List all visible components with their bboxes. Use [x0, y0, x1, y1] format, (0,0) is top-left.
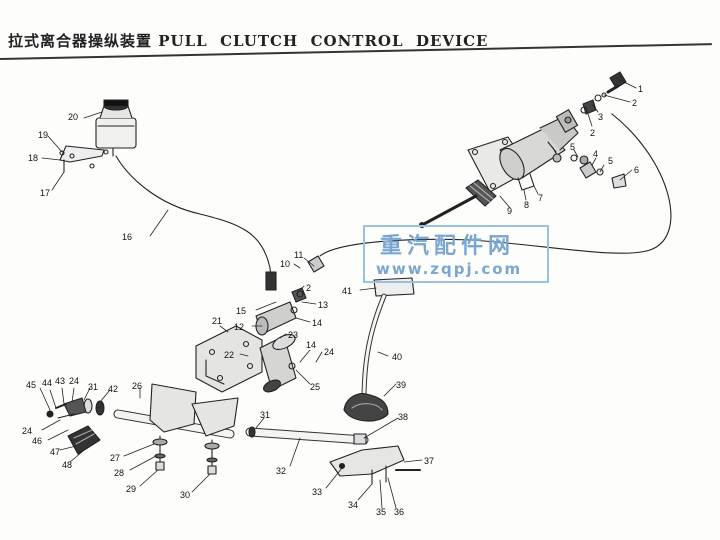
callout-1: 1 [638, 84, 643, 94]
spring-cylinder [259, 334, 297, 393]
callout-13: 13 [318, 300, 328, 310]
callout-4: 4 [593, 149, 598, 159]
callout-29: 29 [126, 484, 136, 494]
clutch-booster [418, 109, 579, 229]
hose-main [319, 113, 672, 257]
callout-21: 21 [212, 316, 222, 326]
callout-24: 24 [324, 347, 334, 357]
callout-44: 44 [42, 378, 52, 388]
watermark: 重汽配件网 www.zqpj.com [363, 225, 549, 283]
callout-25: 25 [310, 382, 320, 392]
callout-16: 16 [122, 232, 132, 242]
callout-23: 23 [288, 330, 298, 340]
hose-16 [115, 155, 273, 291]
callout-43: 43 [55, 376, 65, 386]
callout-24: 24 [22, 426, 32, 436]
callout-48: 48 [62, 460, 72, 470]
callout-31: 31 [260, 410, 270, 420]
callout-40: 40 [392, 352, 402, 362]
pedal-shaft-assembly [46, 383, 239, 475]
pedal-bracket [195, 325, 263, 393]
callout-5: 5 [608, 156, 613, 166]
callout-30: 30 [180, 490, 190, 500]
callout-32: 32 [276, 466, 286, 476]
callout-5: 5 [570, 142, 575, 152]
callout-24: 24 [69, 376, 79, 386]
callout-11: 11 [294, 250, 303, 260]
callout-8: 8 [524, 200, 529, 210]
callout-15: 15 [236, 306, 246, 316]
callout-27: 27 [110, 453, 120, 463]
callout-2: 2 [590, 128, 595, 138]
callout-36: 36 [394, 507, 404, 517]
callout-46: 46 [32, 436, 42, 446]
callout-2: 2 [632, 98, 637, 108]
callout-42: 42 [108, 384, 118, 394]
callout-7: 7 [538, 193, 543, 203]
lever-linkage [329, 277, 421, 485]
callout-39: 39 [396, 380, 406, 390]
callout-33: 33 [312, 487, 322, 497]
callout-3: 3 [598, 112, 603, 122]
callout-38: 38 [398, 412, 408, 422]
callout-6: 6 [634, 165, 639, 175]
callout-35: 35 [376, 507, 386, 517]
callout-20: 20 [68, 112, 78, 122]
callout-10: 10 [280, 259, 290, 269]
fittings-right [570, 71, 627, 189]
callout-37: 37 [424, 456, 434, 466]
callout-14: 14 [312, 318, 322, 328]
watermark-url: www.zqpj.com [376, 260, 522, 278]
callout-17: 17 [40, 188, 50, 198]
callout-47: 47 [50, 447, 60, 457]
fluid-reservoir [95, 99, 137, 157]
diagram-title: 拉式离合器操纵装置 PULL CLUTCH CONTROL DEVICE [8, 32, 489, 50]
callout-26: 26 [132, 381, 142, 391]
callout-31: 31 [88, 382, 98, 392]
callout-34: 34 [348, 500, 358, 510]
callout-45: 45 [26, 380, 36, 390]
callout-2: 2 [306, 283, 311, 293]
callout-12: 12 [234, 322, 244, 332]
callout-41: 41 [342, 286, 352, 296]
callout-22: 22 [224, 350, 234, 360]
callout-19: 19 [38, 130, 48, 140]
leader-lines [39, 79, 637, 509]
callout-28: 28 [114, 468, 124, 478]
callout-9: 9 [507, 206, 512, 216]
callout-18: 18 [28, 153, 38, 163]
reservoir-bracket [59, 145, 109, 173]
watermark-cn: 重汽配件网 [380, 233, 515, 259]
callout-14: 14 [306, 340, 316, 350]
